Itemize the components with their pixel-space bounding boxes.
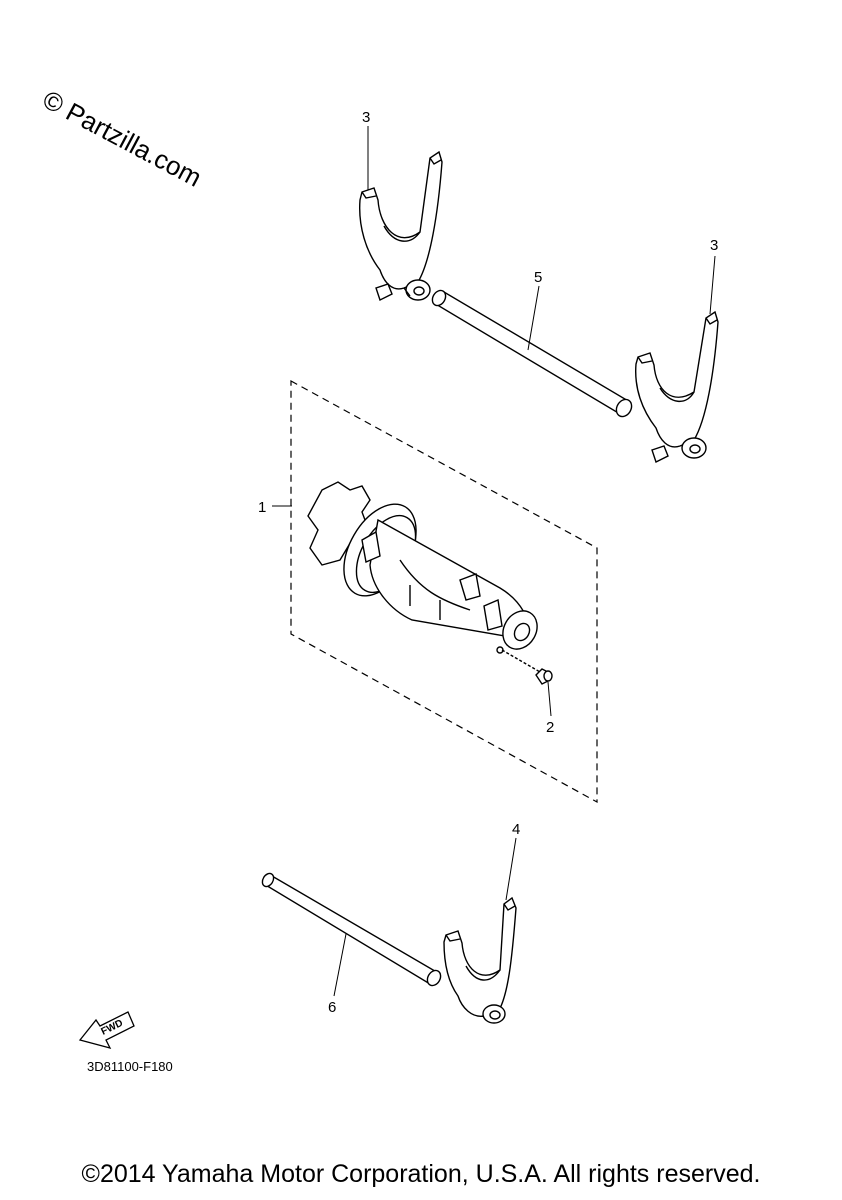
copyright-notice: ©2014 Yamaha Motor Corporation, U.S.A. A… bbox=[81, 1160, 761, 1188]
callout-3-top: 3 bbox=[362, 109, 370, 126]
shift-fork-lower[interactable] bbox=[443, 896, 517, 1024]
shift-rod-lower[interactable] bbox=[260, 871, 443, 988]
diagram-code: 3D81100-F180 bbox=[87, 1059, 173, 1074]
callout-4: 4 bbox=[512, 821, 520, 838]
callout-2: 2 bbox=[546, 719, 554, 736]
shift-fork-top[interactable] bbox=[358, 150, 443, 301]
callout-3-right: 3 bbox=[710, 237, 718, 254]
callout-6: 6 bbox=[328, 999, 336, 1016]
shift-rod-upper[interactable] bbox=[430, 288, 635, 419]
leader-lines bbox=[272, 126, 716, 997]
drum-pin[interactable] bbox=[501, 649, 553, 685]
callout-1: 1 bbox=[258, 499, 266, 516]
fwd-arrow-icon: FWD bbox=[78, 1011, 135, 1049]
assembly-box bbox=[290, 379, 598, 804]
callout-5: 5 bbox=[534, 269, 542, 286]
shift-drum-assembly[interactable] bbox=[307, 481, 544, 655]
shift-fork-right[interactable] bbox=[634, 310, 719, 463]
